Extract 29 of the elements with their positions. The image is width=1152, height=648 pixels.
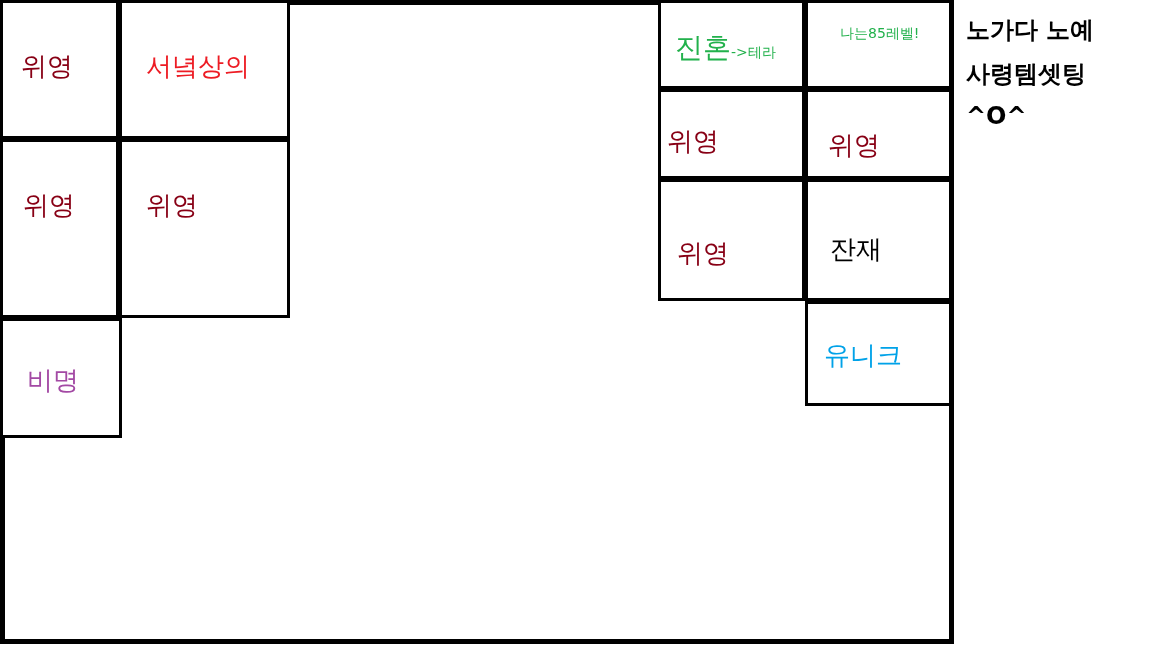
equipment-slot: [658, 0, 805, 89]
note-text: ^O^: [966, 102, 1027, 130]
slot-label: 위영: [677, 238, 729, 268]
equipment-slot: [805, 179, 952, 301]
equipment-slot: [0, 318, 122, 438]
note-text: 사령템셋팅: [966, 59, 1086, 90]
slot-label: 위영: [21, 51, 73, 81]
slot-label: 서녘상의: [146, 51, 250, 81]
slot-label: 잔재: [830, 234, 882, 264]
equipment-slot: [805, 0, 952, 89]
equipment-slot: [805, 89, 952, 179]
equipment-slot: [0, 0, 119, 139]
slot-label: 위영: [667, 126, 719, 156]
slot-label: 위영: [146, 190, 198, 220]
slot-label: 나는85레벨!: [840, 25, 920, 41]
slot-label: 위영: [828, 130, 880, 160]
slot-label: ->테라: [731, 44, 776, 60]
slot-label: 진혼: [675, 31, 731, 64]
inventory-frame: [0, 0, 954, 644]
equipment-slot: [119, 0, 290, 139]
equipment-slot: [805, 301, 952, 406]
slot-label: 비명: [27, 365, 79, 395]
equipment-slot: [119, 139, 290, 318]
slot-label: 유니크: [824, 340, 902, 370]
equipment-slot: [658, 89, 805, 179]
slot-label: 위영: [23, 190, 75, 220]
note-text: 노가다 노예: [966, 15, 1095, 46]
equipment-slot: [0, 139, 119, 318]
equipment-slot: [658, 179, 805, 301]
